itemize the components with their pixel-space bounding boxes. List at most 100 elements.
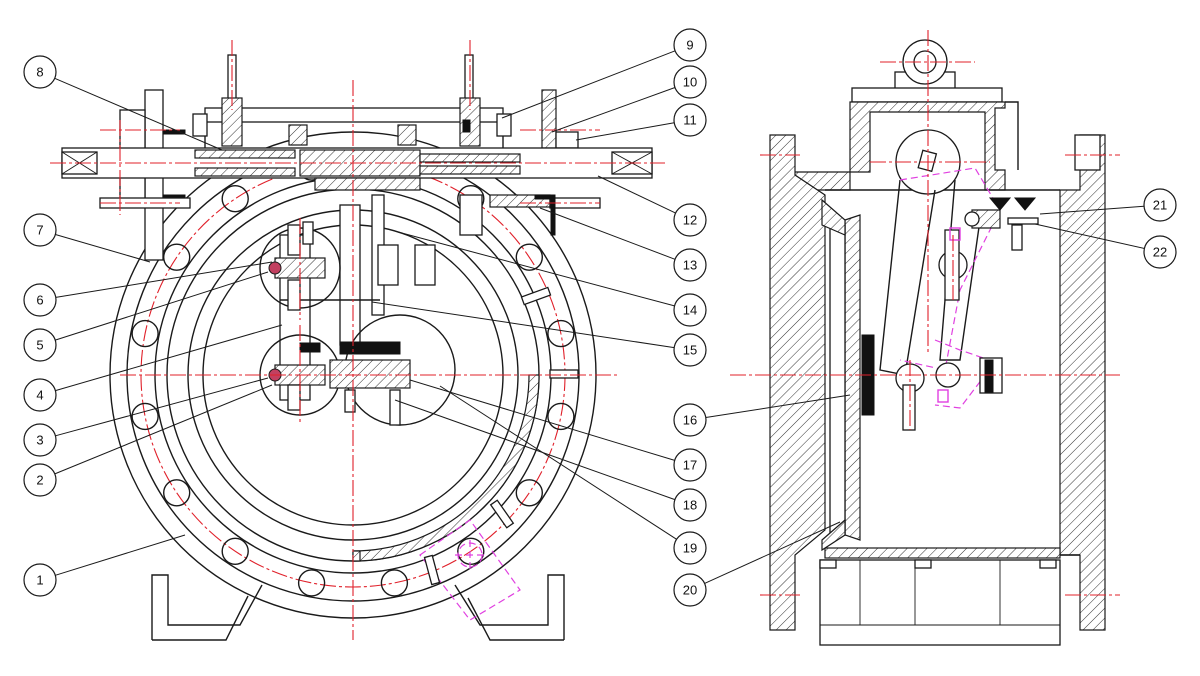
- callout-leader: [55, 261, 273, 298]
- callout-4: 4: [23, 324, 283, 412]
- callout-bubble: [23, 55, 57, 89]
- callout-leader: [55, 324, 283, 392]
- callout-12: 12: [597, 175, 707, 237]
- flange-bolt-hole: [515, 479, 543, 507]
- flange-bolt-hole: [162, 243, 191, 271]
- flange-bolt-hole: [221, 537, 249, 565]
- side-view-centerlines: [730, 30, 1120, 596]
- flange-bolt-hole: [221, 184, 249, 213]
- callout-1: 1: [23, 534, 186, 597]
- flange-bolt-hole: [547, 319, 575, 348]
- callout-leader: [704, 521, 841, 584]
- callout-18: 18: [394, 399, 707, 522]
- callout-15: 15: [371, 301, 707, 367]
- callout-bubble: [673, 293, 707, 327]
- callout-leader: [409, 379, 675, 461]
- callout-leader: [575, 122, 675, 141]
- callout-number: 2: [36, 473, 43, 488]
- callout-3: 3: [23, 377, 269, 457]
- flange-bolt-hole: [162, 479, 191, 507]
- callout-number: 19: [683, 541, 697, 556]
- lifting-eye: [851, 39, 1003, 103]
- callout-number: 21: [1153, 198, 1167, 213]
- callout-number: 22: [1153, 245, 1167, 260]
- callout-leader: [55, 377, 269, 437]
- base-supports: [151, 574, 565, 641]
- bonnet-cover: [192, 54, 512, 148]
- callout-number: 6: [36, 293, 43, 308]
- phantom-counterweight: [419, 519, 521, 621]
- callout-bubble: [673, 573, 707, 607]
- callout-number: 16: [683, 413, 697, 428]
- callout-bubble: [673, 28, 707, 62]
- callout-19: 19: [439, 385, 707, 565]
- callout-bubble: [673, 103, 707, 137]
- callout-leader: [597, 175, 676, 214]
- callout-14: 14: [397, 231, 707, 327]
- callout-7: 7: [23, 213, 151, 263]
- callout-leader: [371, 301, 675, 349]
- callout-number: 11: [683, 113, 697, 128]
- callout-bubble: [673, 333, 707, 367]
- side-view: [730, 30, 1120, 646]
- callout-11: 11: [575, 103, 707, 141]
- callout-number: 8: [36, 65, 43, 80]
- callout-bubble: [1143, 235, 1177, 269]
- side-base: [819, 559, 1061, 646]
- front-view: [50, 40, 665, 641]
- callout-number: 20: [683, 583, 697, 598]
- callout-16: 16: [673, 394, 851, 437]
- callout-bubble: [23, 213, 57, 247]
- callout-bubble: [673, 403, 707, 437]
- callout-leader: [1034, 223, 1145, 249]
- disc-pin-assembly: [329, 341, 411, 426]
- callout-leader: [1039, 205, 1145, 215]
- callout-13: 13: [539, 207, 707, 282]
- callout-number: 17: [683, 458, 697, 473]
- callout-20: 20: [673, 521, 841, 607]
- flange-bolt-hole: [131, 402, 159, 431]
- callout-number: 13: [683, 258, 697, 273]
- callout-bubble: [23, 283, 57, 317]
- flange-bolt-hole: [515, 243, 543, 271]
- callout-leader: [55, 234, 151, 263]
- callout-10: 10: [551, 65, 707, 133]
- callout-bubble: [23, 378, 57, 412]
- callout-22: 22: [1034, 223, 1177, 269]
- callout-number: 10: [683, 75, 697, 90]
- callout-number: 7: [36, 223, 43, 238]
- callout-leader: [55, 271, 269, 341]
- callout-21: 21: [1039, 188, 1177, 222]
- side-body: [769, 134, 1106, 631]
- side-lever: [879, 129, 1003, 431]
- callout-17: 17: [409, 379, 707, 482]
- callout-8: 8: [23, 55, 223, 151]
- callout-bubble: [673, 448, 707, 482]
- side-disc: [821, 198, 875, 552]
- callout-6: 6: [23, 261, 273, 317]
- flange-bolt-hole: [547, 402, 575, 431]
- callout-9: 9: [501, 28, 707, 119]
- callout-leader: [501, 50, 676, 119]
- callout-bubble: [23, 423, 57, 457]
- callout-2: 2: [23, 384, 273, 497]
- callout-number: 4: [36, 388, 43, 403]
- callout-leader: [55, 534, 186, 576]
- callout-leader: [551, 87, 676, 133]
- callout-number: 14: [683, 303, 697, 318]
- callout-number: 1: [36, 573, 43, 588]
- callout-bubble: [23, 563, 57, 597]
- callout-number: 9: [686, 38, 693, 53]
- callout-number: 18: [683, 498, 697, 513]
- callout-leader: [54, 77, 223, 151]
- callout-leader: [439, 385, 677, 540]
- callout-number: 15: [683, 343, 697, 358]
- side-stop: [964, 197, 1039, 251]
- callout-bubble: [673, 65, 707, 99]
- callout-number: 12: [683, 213, 697, 228]
- callout-5: 5: [23, 271, 269, 362]
- callout-bubble: [23, 463, 57, 497]
- callout-bubble: [673, 488, 707, 522]
